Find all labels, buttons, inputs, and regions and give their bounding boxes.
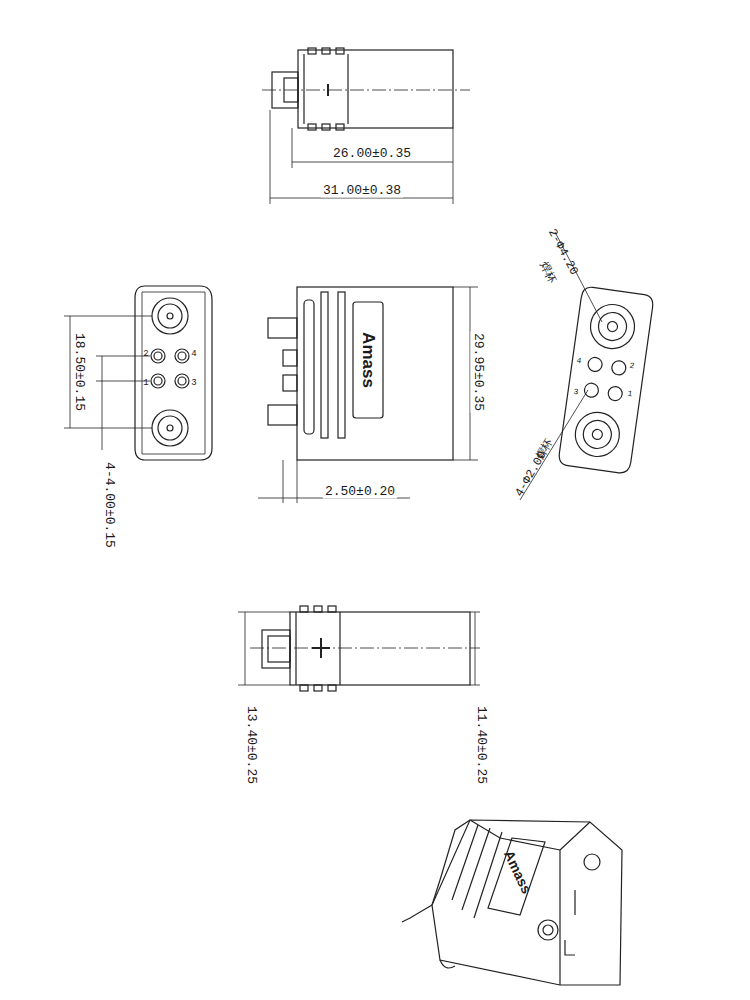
bottom-view	[238, 606, 480, 691]
dimension-label: 2.50±0.20	[323, 484, 397, 499]
dimension-label: 13.40±0.25	[244, 704, 259, 786]
dimension-label: 26.00±0.35	[331, 146, 413, 161]
end-view-right	[558, 286, 654, 474]
dimension-label: 18.50±0.15	[72, 331, 87, 413]
pin-number: 3	[189, 378, 198, 389]
pin-number: 4	[189, 349, 198, 360]
dimension-label: 29.95±0.35	[471, 331, 486, 413]
pin-number: 1	[141, 378, 150, 389]
dimension-label: 11.40±0.25	[474, 704, 489, 786]
dimension-label: 4-4.00±0.15	[102, 460, 117, 550]
dimension-label: 31.00±0.38	[321, 183, 403, 198]
brand-logo: Amass	[359, 330, 378, 390]
pin-number: 2	[141, 349, 150, 360]
pin-number: 2	[627, 360, 637, 371]
front-view	[258, 287, 478, 503]
pin-number: 4	[574, 355, 584, 366]
isometric-view	[402, 820, 622, 985]
top-view	[262, 48, 470, 204]
end-view-left	[64, 286, 212, 460]
brand-logo: Amass	[500, 846, 536, 898]
pin-number: 1	[625, 388, 635, 399]
callout-label: 焊杯	[532, 434, 556, 463]
callout-label: 焊杯	[536, 257, 560, 286]
pin-number: 3	[571, 386, 581, 397]
